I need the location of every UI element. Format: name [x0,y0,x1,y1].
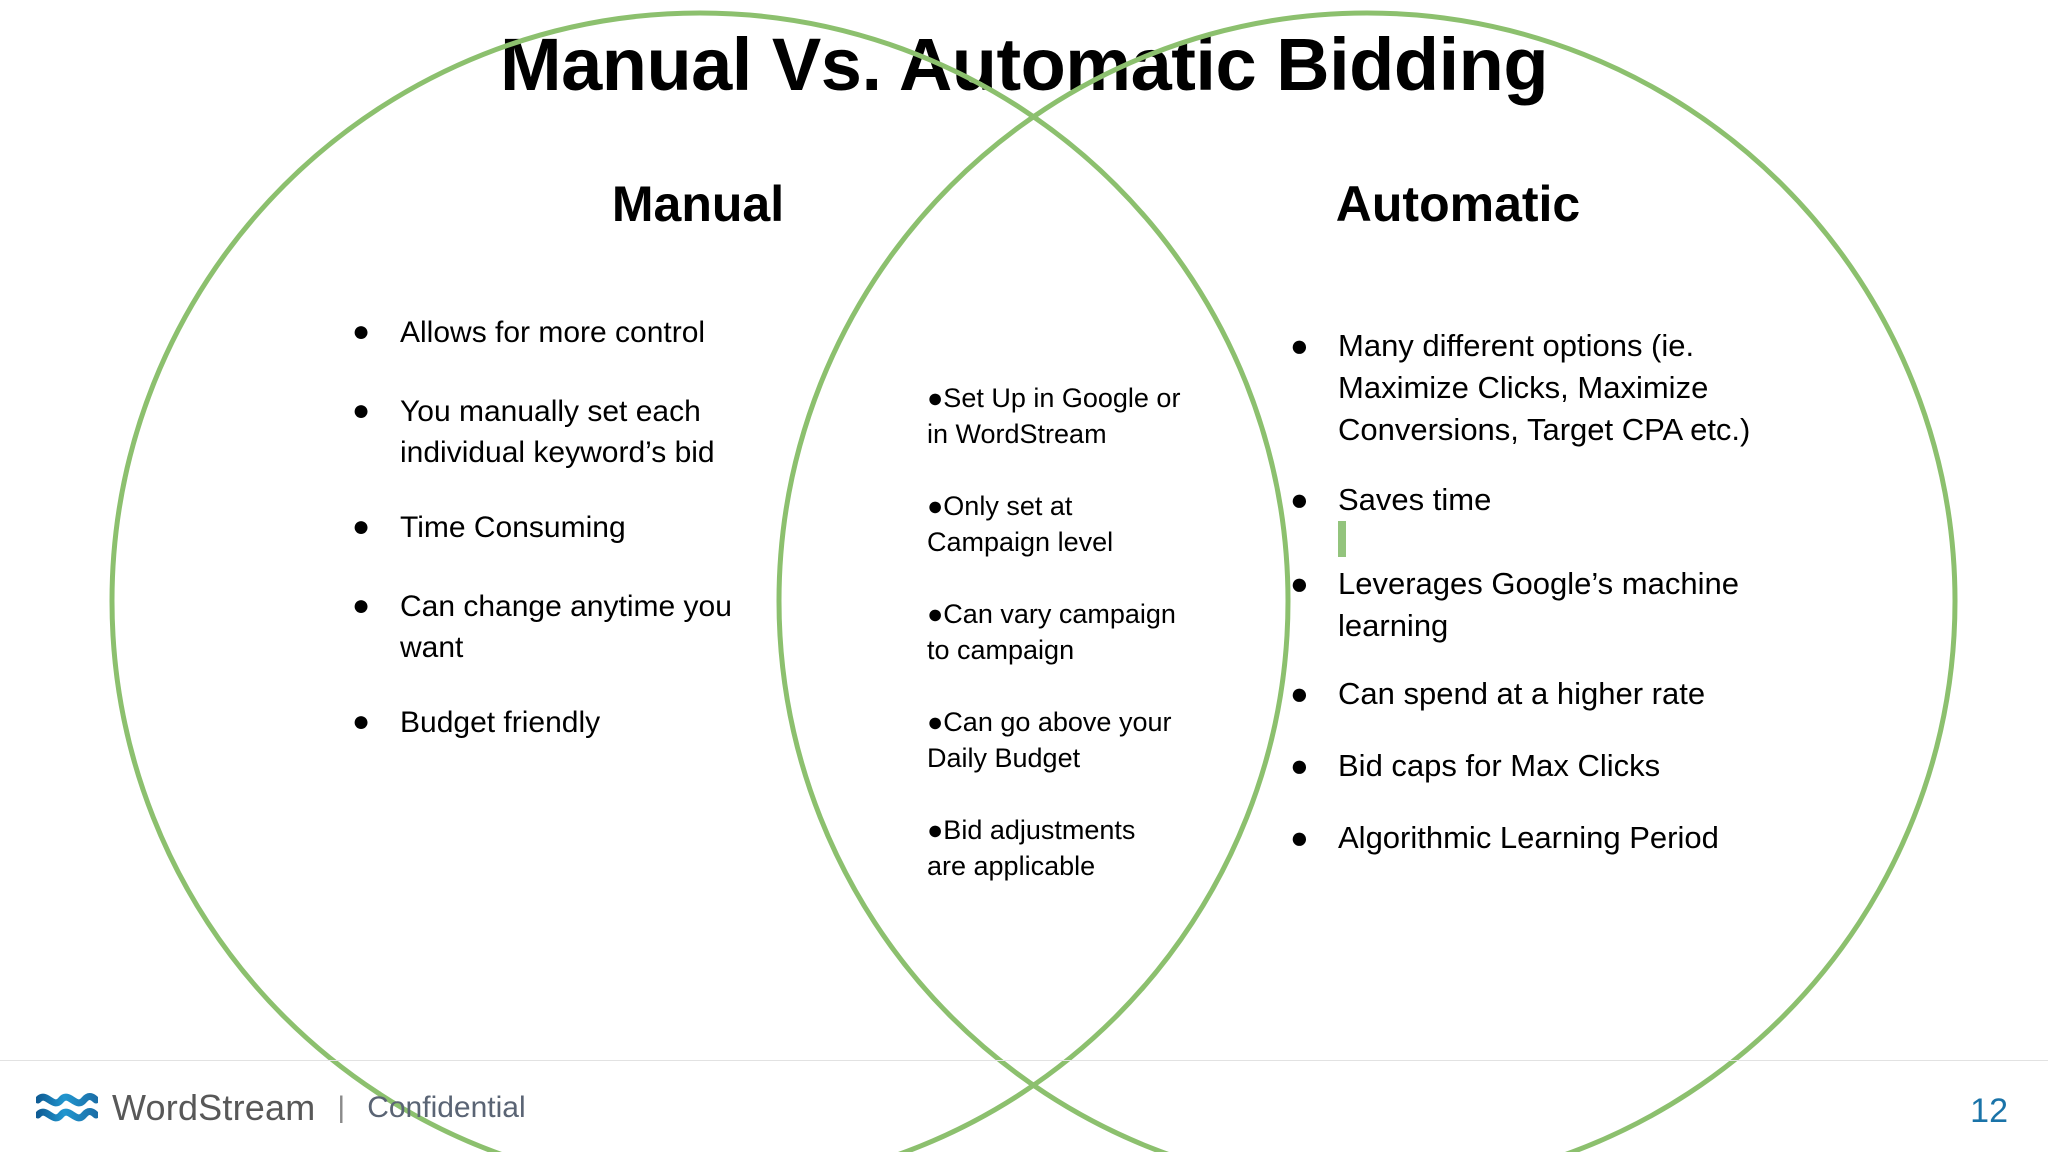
list-item-label: Can spend at a higher rate [1338,676,1706,711]
list-item: ● Many different options (ie. Maximize C… [1290,325,1810,451]
footer-separator: | [337,1091,346,1124]
list-item: ●Bid adjustments are applicable [927,815,1136,881]
confidential-label: Confidential [367,1091,526,1124]
heading-automatic: Automatic [1335,176,1581,232]
bullet-icon: ● [1290,566,1309,601]
bullet-icon: ● [352,705,371,738]
manual-bullet-list: ● Allows for more control ● You manually… [352,312,772,743]
bullet-icon: ● [352,315,371,348]
bullet-icon: ● [1290,482,1309,517]
bullet-icon: ● [1290,748,1309,783]
list-item-label: Time Consuming [400,511,626,544]
highlight-spacer [1338,521,1346,557]
list-item: ●Can vary campaign to campaign [927,599,1176,665]
list-item-label: You manually set each individual keyword… [400,395,715,469]
brand-name: WordStream [112,1087,316,1128]
list-item: ● Saves time [1290,479,1810,563]
list-item: ● Can change anytime you want [352,586,772,668]
automatic-bullet-list: ● Many different options (ie. Maximize C… [1290,325,1810,859]
bullet-icon: ● [1290,820,1309,855]
list-item-label: Many different options (ie. Maximize Cli… [1338,328,1751,447]
list-item-label: Allows for more control [400,316,706,349]
list-item: ● Can spend at a higher rate [1290,673,1810,715]
list-item: ● Bid caps for Max Clicks [1290,745,1810,787]
wordstream-logo-icon [36,1093,98,1122]
page-number: 12 [1970,1092,2008,1130]
list-item: ●Set Up in Google or in WordStream [927,383,1181,449]
list-item-label: Saves time [1338,479,1810,563]
list-item: ● Time Consuming [352,507,772,548]
page-title: Manual Vs. Automatic Bidding [499,23,1549,106]
heading-manual: Manual [611,176,785,232]
list-item: ● Allows for more control [352,312,772,353]
list-item: ● Budget friendly [352,702,772,743]
list-item: ●Only set at Campaign level [927,491,1114,557]
bullet-icon: ● [1290,676,1309,711]
footer-divider [0,1060,2048,1061]
list-item: ●Can go above your Daily Budget [927,707,1172,773]
bullet-icon: ● [352,589,371,622]
list-item-label: Can change anytime you want [400,590,732,664]
list-item-label: Algorithmic Learning Period [1338,820,1719,855]
list-item-label: Bid caps for Max Clicks [1338,748,1661,783]
bullet-icon: ● [1290,328,1309,363]
bullet-icon: ● [352,394,371,427]
footer: WordStream | Confidential [36,1087,526,1129]
list-item: ● You manually set each individual keywo… [352,391,772,473]
list-item-label: Leverages Google’s machine learning [1338,566,1739,643]
list-item: ● Algorithmic Learning Period [1290,817,1810,859]
list-item: ● Leverages Google’s machine learning [1290,563,1810,647]
bullet-icon: ● [352,510,371,543]
list-item-label: Budget friendly [400,706,601,739]
overlap-bullet-list: ●Set Up in Google or in WordStream ●Only… [927,380,1217,884]
